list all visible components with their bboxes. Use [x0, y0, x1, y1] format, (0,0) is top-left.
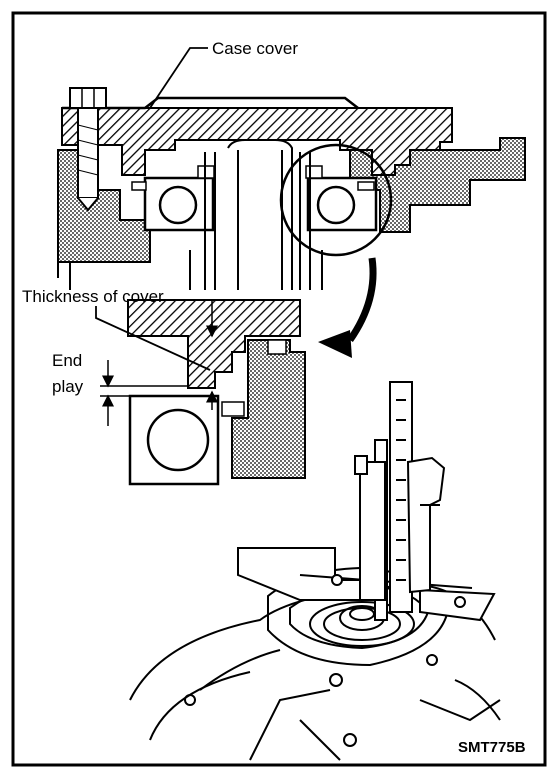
detail-callout-circle	[279, 143, 393, 257]
caliper-slider	[406, 456, 446, 594]
thickness-leader	[95, 306, 211, 371]
case-cover-leader	[149, 47, 208, 109]
case-cover	[61, 107, 453, 176]
case-cross-section: Case cover	[57, 39, 526, 290]
figure-code: SMT775B	[458, 739, 526, 756]
detail-view: Thickness of cover End play	[22, 287, 306, 486]
bearing-left	[131, 165, 215, 232]
thickness-of-cover-label: Thickness of cover	[22, 287, 164, 306]
detail-arrow	[347, 257, 377, 343]
shaft	[189, 139, 323, 290]
depth-caliper	[237, 381, 496, 622]
bolt	[69, 87, 107, 212]
figure-frame	[11, 11, 547, 767]
end-play-label-line2: play	[52, 377, 84, 396]
bearing-right	[305, 165, 378, 232]
detail-case-body	[231, 339, 306, 479]
end-play-label-line1: End	[52, 351, 82, 370]
case-cover-label: Case cover	[212, 39, 298, 58]
detail-case-cover	[127, 299, 301, 389]
